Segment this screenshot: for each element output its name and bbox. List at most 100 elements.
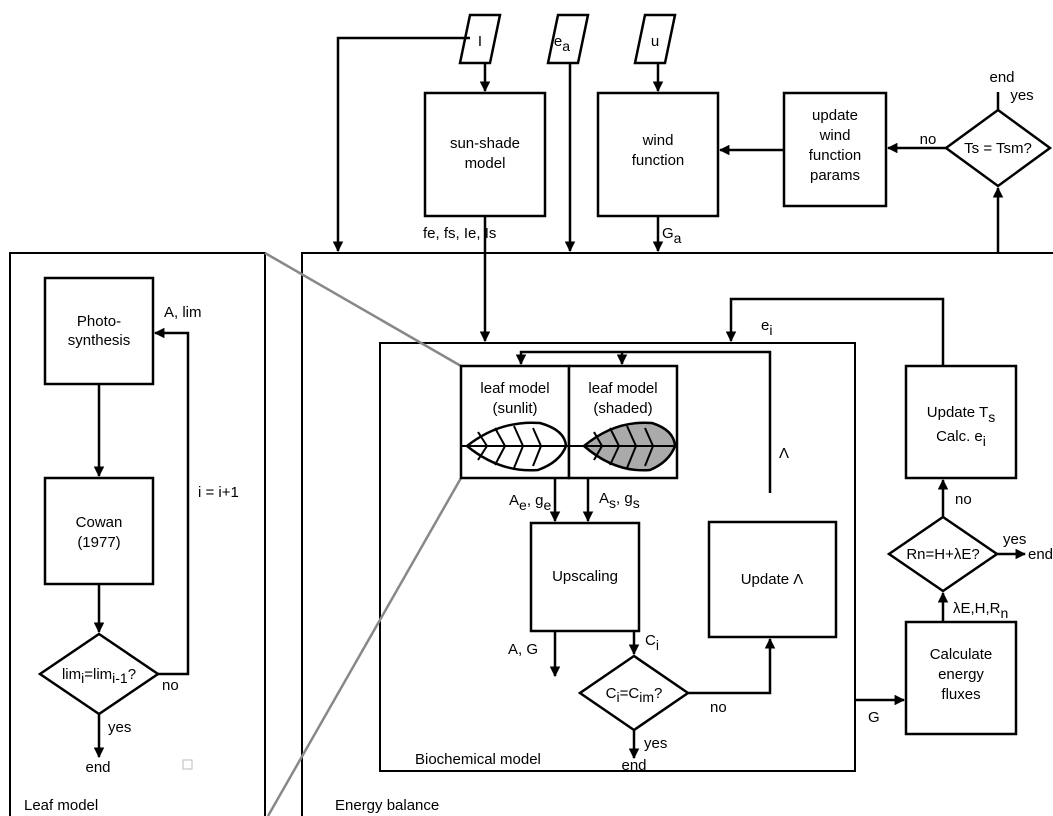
leaf-shaded-line1: leaf model: [588, 380, 657, 397]
calc-energy-line3: fluxes: [941, 686, 980, 703]
wind-function-box: [596, 91, 720, 218]
update-ts-main: Update T: [927, 404, 988, 421]
placeholder-square: [182, 759, 193, 770]
arrow-I-to-energy: [332, 36, 470, 253]
ci-a-sub: i: [617, 689, 620, 705]
lim-no-label: no: [162, 677, 179, 694]
as-sub: s: [609, 495, 616, 511]
gs-sub: s: [633, 495, 640, 511]
photosynthesis-line1: Photo-: [77, 313, 121, 330]
rn-decision: [886, 515, 1000, 593]
ci-c: ?: [654, 685, 662, 702]
lim-end-label: end: [85, 759, 110, 776]
update-wind-line4: params: [810, 167, 860, 184]
rn-yes-label: yes: [1003, 531, 1026, 548]
lambda-label: Λ: [779, 445, 789, 462]
leaf-model-title: Leaf model: [24, 797, 98, 814]
le-h-rn-label: λE,H,Rn: [953, 600, 1008, 621]
fluxes-out-label: fe, fs, Ie, Is: [423, 225, 496, 242]
input-ea-parallelogram: [546, 13, 590, 65]
as-main: A: [599, 490, 609, 507]
biochemical-model-frame: [379, 342, 856, 772]
lim-yes-label: yes: [108, 719, 131, 736]
a-g-label: A, G: [508, 641, 538, 658]
ci-out-sub: i: [656, 637, 659, 653]
ts-tsm-decision: [943, 108, 1053, 188]
energy-balance-title: Energy balance: [335, 797, 439, 814]
input-ea-label: ea: [554, 33, 570, 54]
ge-sub: e: [544, 497, 552, 513]
cowan-box: [43, 476, 155, 586]
ts-tsm-no-label: no: [920, 131, 937, 148]
input-ea-main: e: [554, 33, 562, 50]
ci-b: =C: [620, 685, 640, 702]
g-label: G: [868, 709, 880, 726]
input-u-parallelogram: [633, 13, 677, 65]
ga-label: Ga: [662, 225, 682, 246]
lim-decision-label: limi=limi-1?: [62, 666, 136, 686]
arrow-ci-no-to-lambda: [688, 637, 776, 695]
photosynthesis-box: [43, 276, 155, 386]
gs-main: , g: [616, 490, 633, 507]
input-u-label: u: [651, 33, 659, 50]
update-ts-line1: Update Ts: [927, 404, 995, 425]
ae-main: A: [509, 492, 519, 509]
input-I-label: I: [478, 33, 482, 50]
ga-main: G: [662, 225, 674, 242]
leaf-model-frame: [9, 252, 266, 816]
sun-shade-model-line2: model: [465, 155, 506, 172]
input-ea-sub: a: [562, 38, 570, 54]
rn-decision-label: Rn=H+λE?: [906, 546, 979, 563]
update-ts-line2: Calc. ei: [936, 428, 986, 449]
update-ts-sub: s: [988, 409, 995, 425]
update-wind-line2: wind: [819, 127, 851, 144]
ei-sub: i: [769, 322, 772, 338]
rn-end-label: end: [1028, 546, 1053, 563]
lim-c: ?: [128, 666, 136, 683]
ts-tsm-end-label: end: [989, 69, 1014, 86]
update-ts-box: [904, 364, 1018, 480]
leaf-shaded-icon: [569, 421, 677, 472]
wind-function-line1: wind: [642, 132, 674, 149]
input-I-parallelogram: [458, 13, 502, 65]
cowan-line1: Cowan: [76, 514, 123, 531]
arrow-lambda-feedback: [515, 350, 772, 493]
ci-decision-label: Ci=Cim?: [606, 685, 663, 705]
update-lambda-box: [707, 520, 838, 639]
ga-sub: a: [674, 230, 682, 246]
i-increment-label: i = i+1: [198, 484, 239, 501]
ci-end-label: end: [621, 757, 646, 774]
a-lim-label: A, lim: [164, 304, 202, 321]
lim-b: =lim: [84, 666, 112, 683]
ci-a: C: [606, 685, 617, 702]
wind-function-line2: function: [632, 152, 685, 169]
ci-yes-label: yes: [644, 735, 667, 752]
ci-b-sub: im: [639, 689, 654, 705]
lim-a: lim: [62, 666, 81, 683]
arrow-lim-no-loop: [153, 327, 190, 676]
lim-a-sub: i: [81, 670, 84, 686]
update-wind-line1: update: [812, 107, 858, 124]
ei-label: ei: [761, 317, 772, 338]
leaf-sunlit-line2: (sunlit): [492, 400, 537, 417]
leaf-shaded-line2: (shaded): [593, 400, 652, 417]
ae-sub: e: [519, 497, 527, 513]
upscaling-box: [529, 521, 641, 633]
calc-energy-line1: Calculate: [930, 646, 993, 663]
energy-balance-frame: [301, 252, 1053, 816]
sun-shade-model-box: [423, 91, 547, 218]
ge-main: , g: [527, 492, 544, 509]
biochemical-model-title: Biochemical model: [415, 751, 541, 768]
ei-main: e: [761, 317, 769, 334]
photosynthesis-line2: synthesis: [68, 332, 131, 349]
upscaling-label: Upscaling: [552, 568, 618, 585]
sun-shade-model-line1: sun-shade: [450, 135, 520, 152]
calc-ei-sub: i: [983, 433, 986, 449]
le-h-rn-sub: n: [1001, 605, 1009, 621]
le-h-rn-main: λE,H,R: [953, 600, 1001, 617]
lim-b-sub: i-1: [112, 670, 128, 686]
leaf-sunlit-icon: [461, 421, 569, 472]
ts-tsm-yes-label: yes: [1010, 87, 1033, 104]
